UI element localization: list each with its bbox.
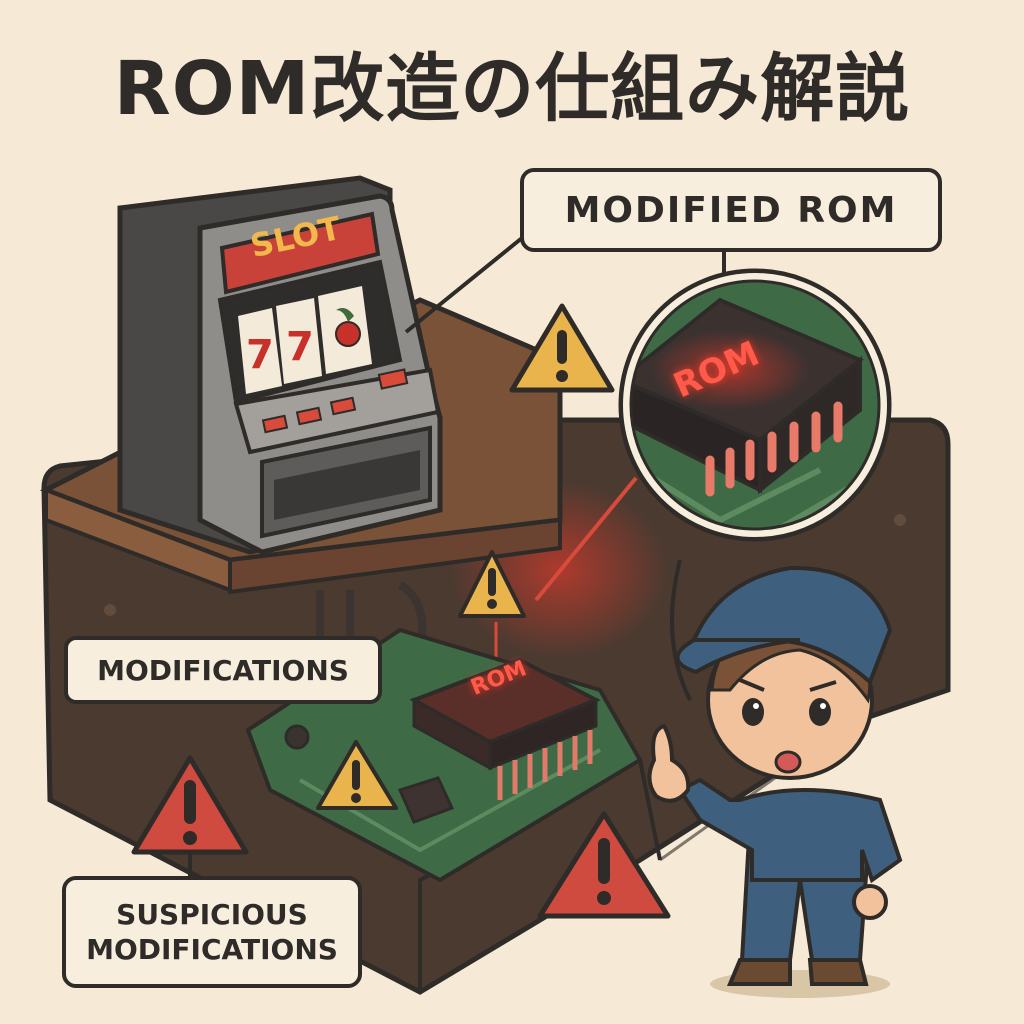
page-title: ROM改造の仕組み解説 [113,46,911,132]
callout-suspicious-line2: MODIFICATIONS [86,933,338,966]
callout-suspicious-line1: SUSPICIOUS [116,898,308,931]
warning-icon [537,811,671,919]
callout-modifications: MODIFICATIONS [64,636,382,704]
callout-modified-rom: MODIFIED ROM [520,168,942,252]
callout-suspicious-modifications: SUSPICIOUS MODIFICATIONS [62,876,362,988]
reel-seven-2: 7 [286,324,314,370]
cherry-icon [335,321,361,347]
slot-machine: 7 7 [117,175,443,555]
callout-modifications-text: MODIFICATIONS [97,653,349,687]
warning-icon [316,740,398,810]
callout-modified-rom-text: MODIFIED ROM [564,189,898,231]
magnifier-lens [618,268,892,542]
warning-icon [509,303,615,393]
warning-icon [458,550,526,618]
connector-lens-to-chip [534,476,638,602]
mechanic-character [647,565,903,998]
reel-seven-1: 7 [246,332,274,378]
connector-slot-to-callout [404,236,524,334]
warning-icon [131,755,249,855]
